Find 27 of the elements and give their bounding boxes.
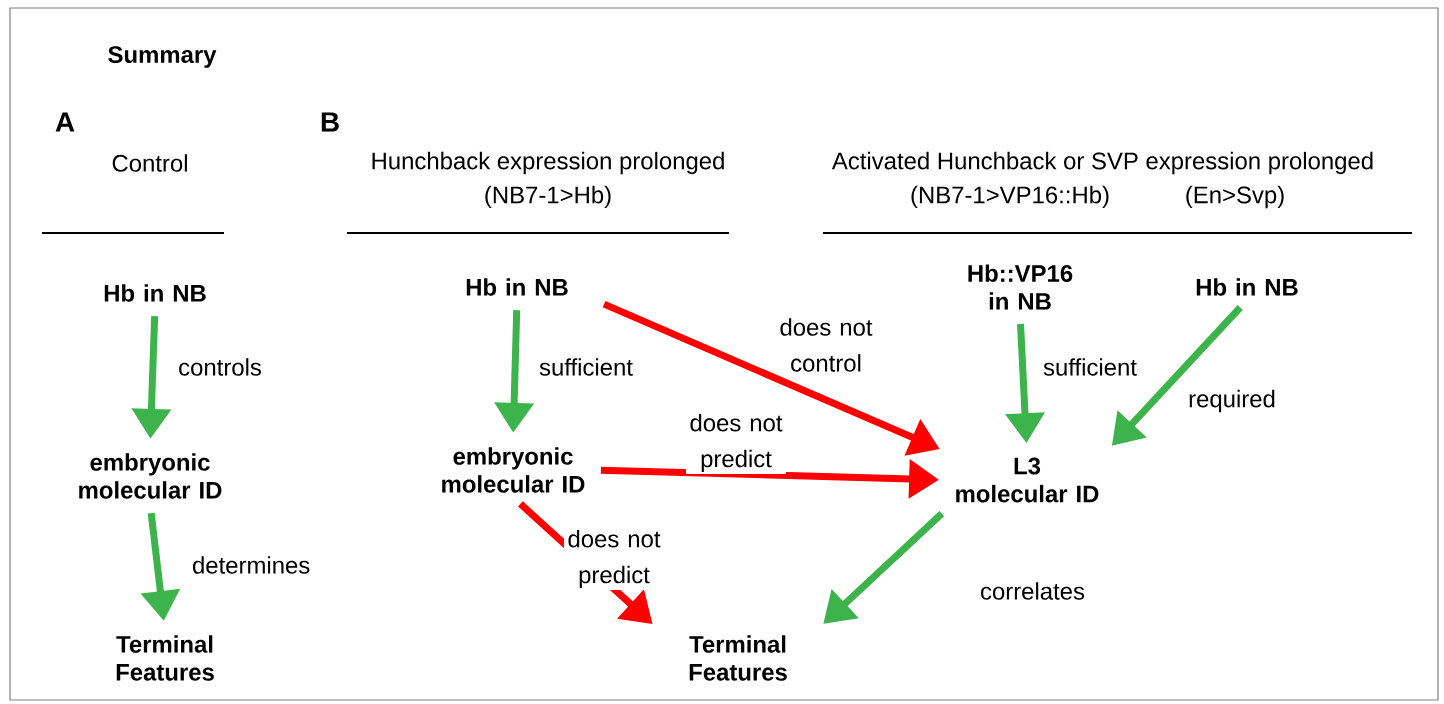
panel-heading: Control: [112, 154, 187, 172]
panel-heading: (NB7-1>Hb): [485, 185, 611, 209]
edge-label: does not control: [776, 316, 876, 374]
panel-heading: Activated Hunchback or SVP expression prolonged: [831, 151, 1373, 175]
node-text: L3 molecular ID: [956, 457, 1099, 503]
panel-letter: A: [55, 112, 75, 132]
node-text: Terminal Features: [689, 635, 787, 681]
edge-label: required: [1182, 387, 1282, 415]
edge-label: does not predict: [686, 411, 786, 475]
node-text: embryonic molecular ID: [442, 447, 585, 493]
panel-heading: (En>Svp): [1186, 185, 1284, 209]
edge-label: does not predict: [564, 527, 664, 591]
node-text: Hb::VP16 in NB: [968, 264, 1073, 310]
node-text: embryonic molecular ID: [79, 453, 222, 499]
node-text: Hb in NB: [104, 284, 206, 302]
edge-label: sufficient: [536, 356, 636, 378]
node-text: Terminal Features: [116, 635, 214, 681]
panel-heading: Hunchback expression prolonged: [372, 151, 724, 175]
edge-label: determines: [190, 554, 310, 576]
title: Summary: [108, 46, 217, 68]
node-text: Hb in NB: [466, 278, 568, 296]
edge-label: controls: [170, 356, 270, 378]
panel-heading: (NB7-1>VP16::Hb): [911, 185, 1109, 209]
edge-label: sufficient: [1040, 356, 1140, 378]
panel-letter: B: [321, 112, 339, 132]
node-text: Hb in NB: [1196, 278, 1298, 296]
edge-label: correlates: [978, 580, 1085, 602]
